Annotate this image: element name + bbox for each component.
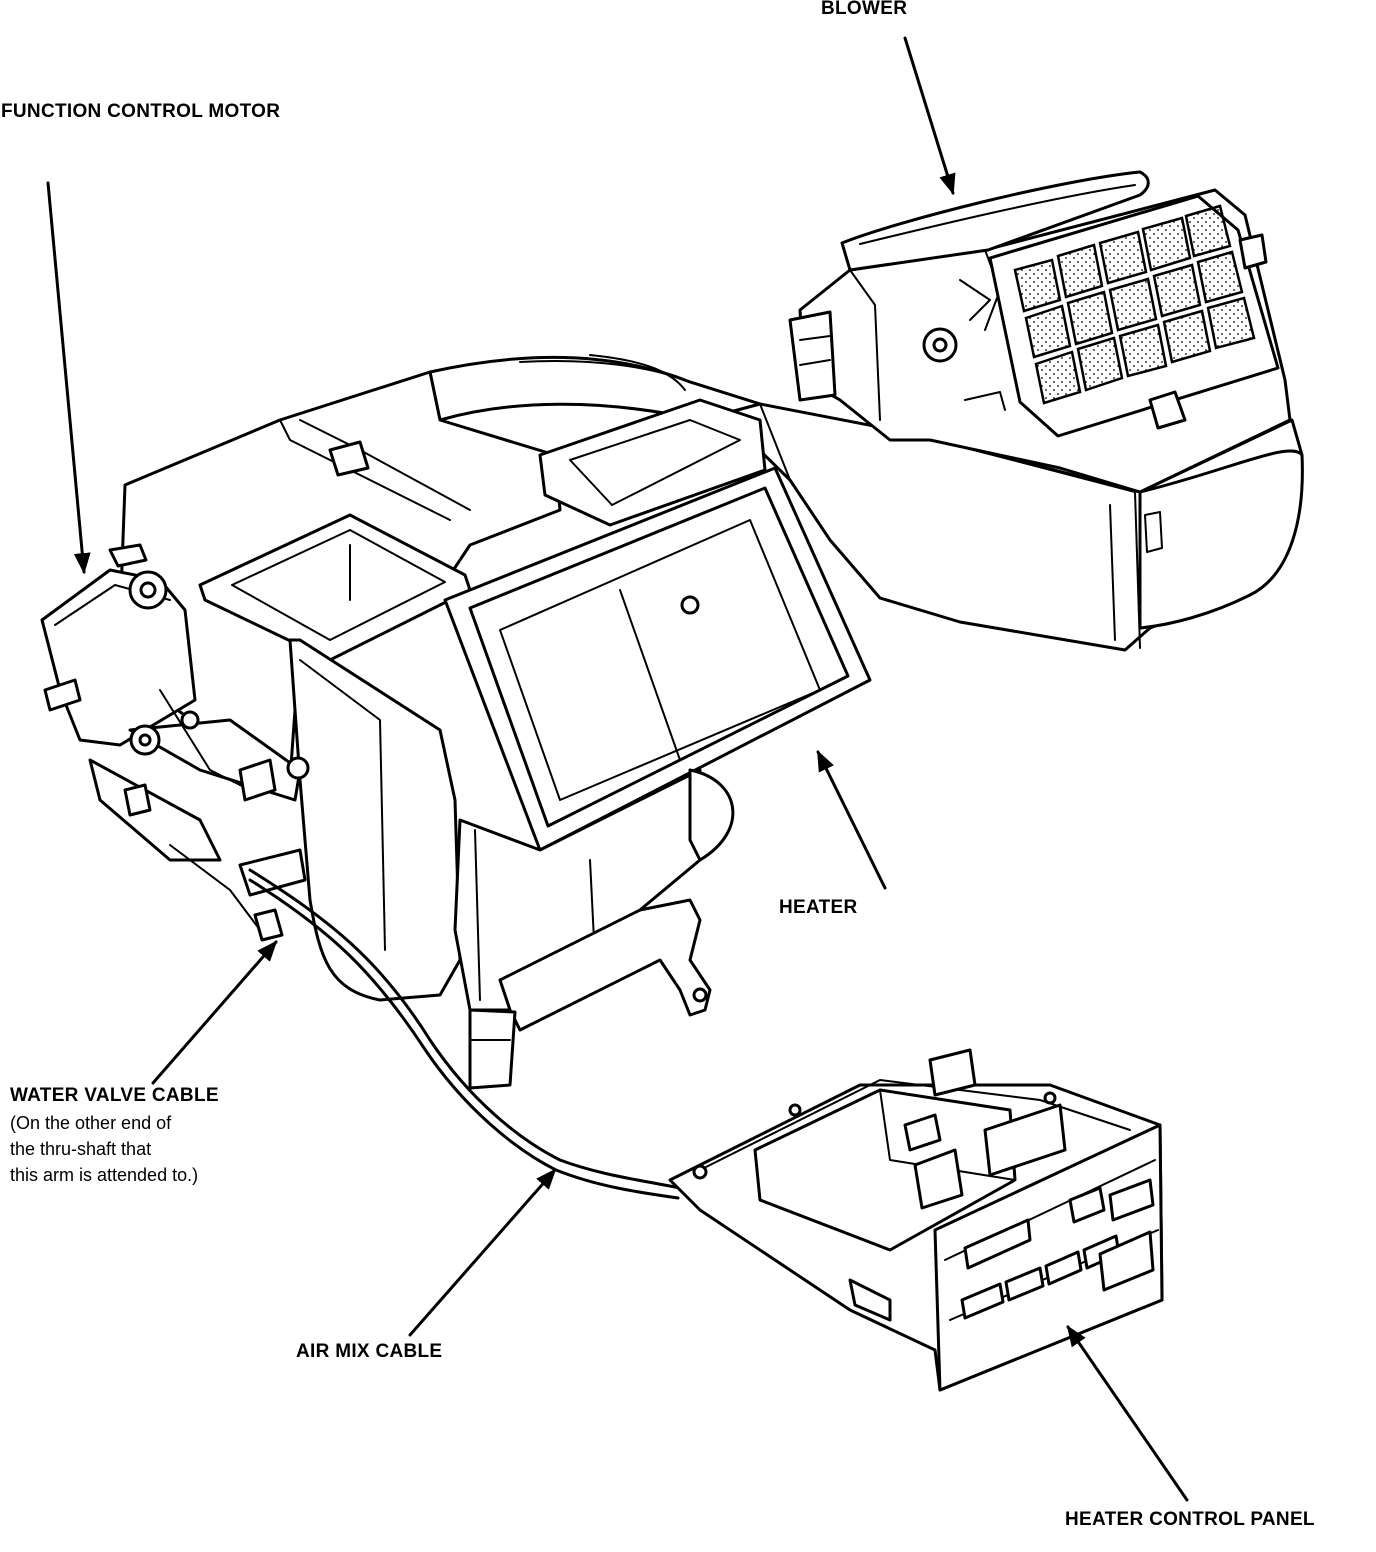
- water-valve-leader: [151, 940, 278, 1085]
- function-control-motor-label: FUNCTION CONTROL MOTOR: [1, 101, 281, 122]
- heater-label: HEATER: [779, 897, 858, 918]
- heater-unit: [118, 354, 872, 1090]
- air-mix-cable: [248, 868, 682, 1190]
- water-valve-note-line: (On the other end of: [10, 1113, 172, 1133]
- water-valve-note-line: the thru-shaft that: [10, 1139, 152, 1159]
- air-mix-cable-label: AIR MIX CABLE: [296, 1341, 443, 1362]
- water-valve-cable-label: WATER VALVE CABLE: [10, 1085, 219, 1106]
- function-control-motor: [40, 543, 310, 942]
- water-valve-note-line: this arm is attended to.): [10, 1165, 199, 1185]
- leader-lines: [46, 36, 1189, 1502]
- air-mix-leader: [408, 1168, 557, 1337]
- water-valve-note: (On the other end of the thru-shaft that…: [10, 1110, 198, 1188]
- control-panel-leader: [1066, 1325, 1189, 1502]
- blower-label: BLOWER: [821, 0, 908, 19]
- function-motor-leader: [46, 181, 91, 575]
- heater-leader: [816, 750, 887, 890]
- heater-control-panel-label: HEATER CONTROL PANEL: [1065, 1509, 1315, 1530]
- blower-leader: [903, 36, 956, 196]
- heater-control-panel: [668, 1048, 1164, 1392]
- blower-unit: [688, 170, 1304, 652]
